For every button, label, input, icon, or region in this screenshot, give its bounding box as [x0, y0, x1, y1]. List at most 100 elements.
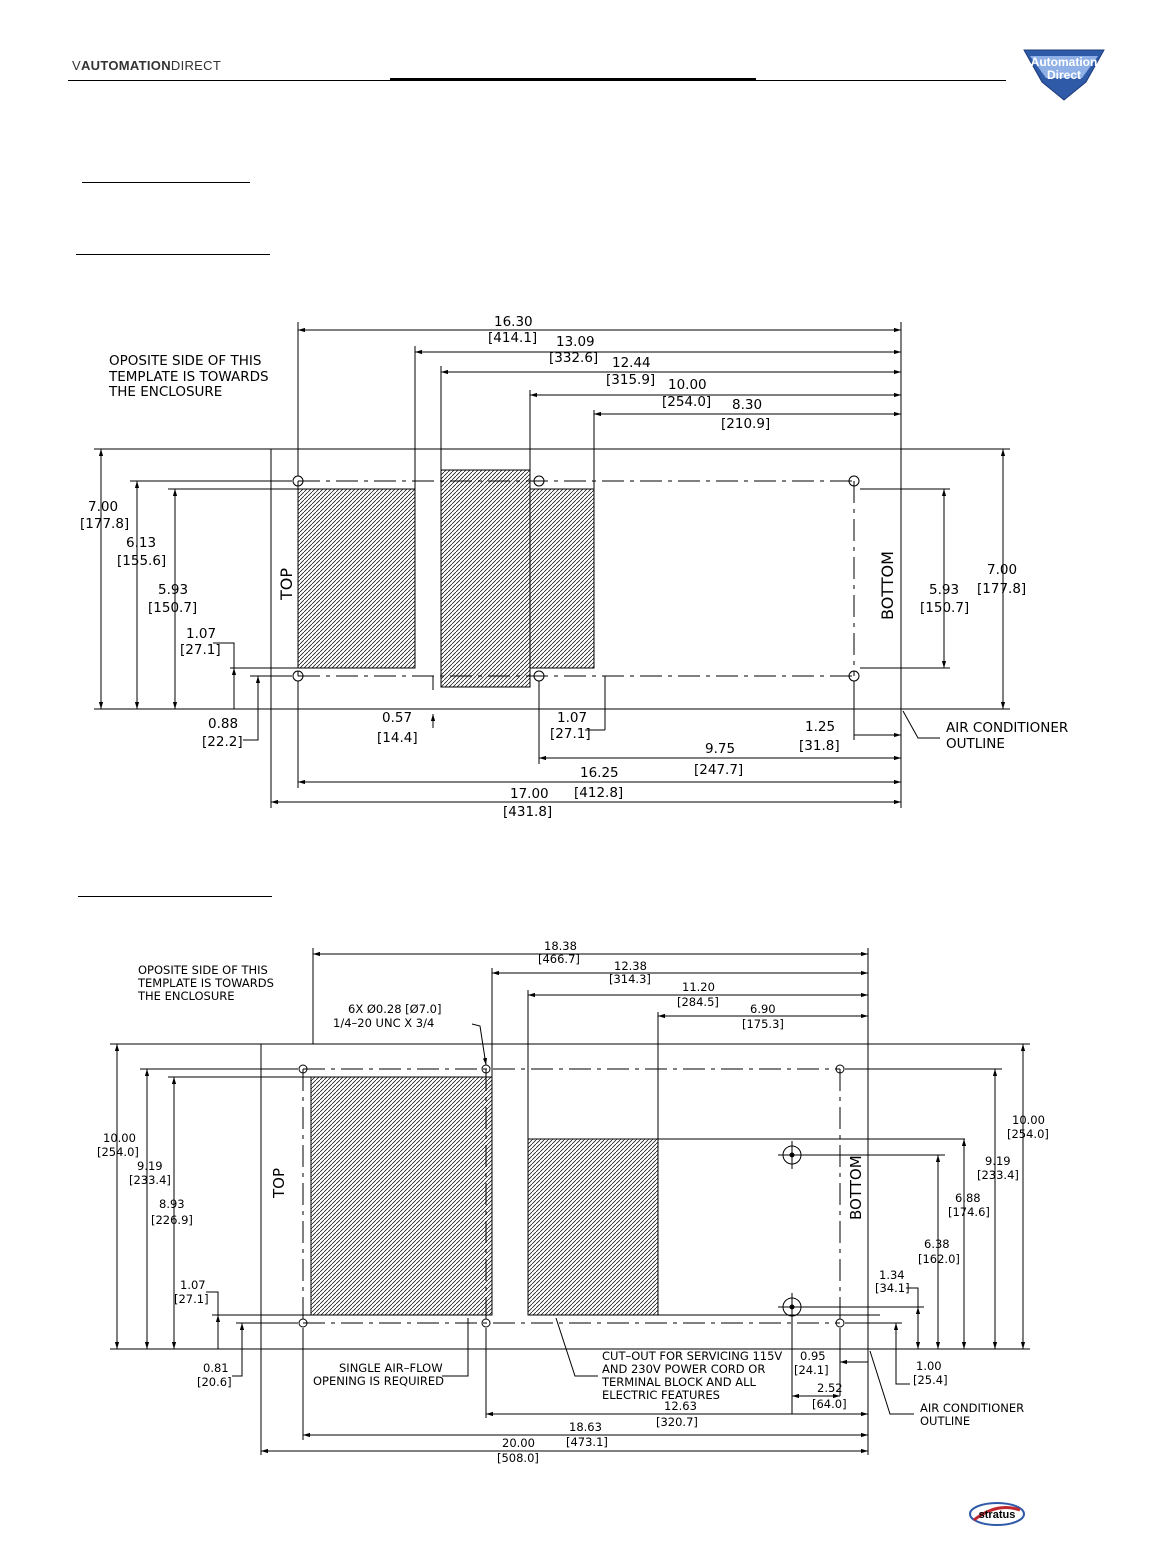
drawing-2-labels: OPOSITE SIDE OF THIS TEMPLATE IS TOWARDS…: [97, 939, 1049, 1465]
d1-top-dim-2-mm: [332.6]: [549, 350, 598, 366]
d1-left-dim-5-mm: [22.2]: [202, 734, 243, 750]
d1-right-dim-1: 5.93: [929, 582, 959, 598]
d2-top-dim-3-mm: [284.5]: [677, 995, 719, 1009]
drawing-1-labels: OPOSITE SIDE OF THIS TEMPLATE IS TOWARDS…: [80, 314, 1068, 820]
d2-right-dim-5: 1.34: [879, 1268, 905, 1282]
d2-bottom-dim-1: 0.95: [800, 1349, 826, 1363]
d2-cutout-note-4: ELECTRIC FEATURES: [602, 1388, 720, 1402]
d1-bottom-dim-6: 17.00: [510, 786, 549, 802]
automation-direct-badge: Automation Direct: [1023, 49, 1105, 101]
d1-bottom-dim-4: 9.75: [705, 741, 735, 757]
logo-text-a: AUTOMATION: [80, 58, 171, 73]
heading-underline-1: [82, 182, 250, 183]
d2-cutout-note-2: AND 230V POWER CORD OR: [602, 1362, 765, 1376]
d2-top-label: TOP: [270, 1168, 288, 1199]
d2-bottom-dim-5-mm: [508.0]: [497, 1451, 539, 1465]
d2-left-dim-5: 0.81: [203, 1361, 229, 1375]
d2-right-dim-6-mm: [25.4]: [913, 1373, 948, 1387]
d1-top-dim-2: 13.09: [556, 334, 595, 350]
d2-right-dim-6: 1.00: [916, 1359, 942, 1373]
d2-right-dim-2: 9.19: [985, 1154, 1011, 1168]
d2-left-dim-1-mm: [254.0]: [97, 1145, 139, 1159]
d1-bottom-dim-6-mm: [431.8]: [503, 804, 552, 820]
d2-cutout-note-1: CUT–OUT FOR SERVICING 115V: [602, 1349, 782, 1363]
d2-top-dim-2-mm: [314.3]: [609, 972, 651, 986]
d2-bottom-dim-4-mm: [473.1]: [566, 1435, 608, 1449]
d1-top-dim-1: 16.30: [494, 314, 533, 330]
d1-left-dim-4-mm: [27.1]: [180, 642, 221, 658]
d1-outline-note-1: AIR CONDITIONER: [946, 720, 1068, 736]
d1-bottom-dim-2: 1.07: [557, 710, 587, 726]
d1-bottom-dim-3-mm: [31.8]: [799, 738, 840, 754]
d1-top-dim-4: 10.00: [668, 377, 707, 393]
d2-bottom-dim-2-mm: [64.0]: [812, 1397, 847, 1411]
airflow-opening-center-1: [440, 469, 531, 688]
d2-hole-note-2: 1/4–20 UNC X 3/4: [333, 1016, 434, 1030]
heading-underline-3: [78, 896, 272, 897]
d2-right-dim-4: 6.38: [924, 1237, 950, 1251]
ac-outline-1: [270, 448, 902, 710]
d2-bottom-dim-3-mm: [320.7]: [656, 1415, 698, 1429]
d2-bottom-dim-3: 12.63: [664, 1399, 697, 1413]
d2-left-dim-3-mm: [226.9]: [151, 1213, 193, 1227]
header-rule-thick: [390, 78, 756, 81]
d1-bottom-dim-4-mm: [247.7]: [694, 762, 743, 778]
d2-left-dim-2: 9.19: [137, 1159, 163, 1173]
d1-right-dim-2: 7.00: [987, 562, 1017, 578]
d1-top-dim-1-mm: [414.1]: [488, 330, 537, 346]
logo-prefix: V: [72, 58, 81, 73]
d1-left-dim-5: 0.88: [208, 716, 238, 732]
d1-note-1: OPOSITE SIDE OF THIS: [109, 353, 261, 369]
d2-top-dim-2: 12.38: [614, 959, 647, 973]
d1-note-3: THE ENCLOSURE: [108, 384, 222, 400]
d2-bottom-dim-5: 20.00: [502, 1436, 535, 1450]
d2-outline-note-1: AIR CONDITIONER: [920, 1401, 1024, 1415]
d2-left-dim-1: 10.00: [103, 1131, 136, 1145]
airflow-opening-2: [310, 1076, 493, 1316]
d2-top-dim-4-mm: [175.3]: [742, 1017, 784, 1031]
d2-bottom-dim-1-mm: [24.1]: [794, 1363, 829, 1377]
d2-left-dim-2-mm: [233.4]: [129, 1173, 171, 1187]
d2-right-dim-1: 10.00: [1012, 1113, 1045, 1127]
d2-airflow-note-2: OPENING IS REQUIRED: [313, 1374, 444, 1388]
ac-outline-2: [260, 1043, 869, 1350]
d2-hole-note-1: 6X Ø0.28 [Ø7.0]: [348, 1002, 441, 1016]
d1-left-dim-2: 6.13: [126, 535, 156, 551]
logo-text-b: DIRECT: [170, 58, 222, 73]
d2-right-dim-4-mm: [162.0]: [918, 1252, 960, 1266]
d1-bottom-dim-5-mm: [412.8]: [574, 785, 623, 801]
stratus-logo: stratus: [969, 1502, 1025, 1526]
d1-top-dim-4-mm: [254.0]: [662, 394, 711, 410]
d1-left-dim-3-mm: [150.7]: [148, 600, 197, 616]
airflow-opening-right-1: [529, 488, 595, 669]
d1-left-dim-1-mm: [177.8]: [80, 516, 129, 532]
heading-underline-2: [76, 254, 270, 255]
d1-top-label: TOP: [277, 568, 296, 601]
template-drawing-1: [94, 322, 1010, 808]
service-cutout-2: [527, 1138, 659, 1316]
d2-outline-note-2: OUTLINE: [920, 1414, 970, 1428]
d1-top-dim-5-mm: [210.9]: [721, 416, 770, 432]
d2-top-dim-3: 11.20: [682, 980, 715, 994]
d1-left-dim-1: 7.00: [88, 499, 118, 515]
d1-right-dim-2-mm: [177.8]: [977, 581, 1026, 597]
d1-right-dim-1-mm: [150.7]: [920, 600, 969, 616]
d2-bottom-dim-2: 2.52: [817, 1381, 843, 1395]
d2-top-dim-1: 18.38: [544, 939, 577, 953]
airflow-opening-left-1: [297, 488, 416, 669]
d2-top-dim-1-mm: [466.7]: [538, 952, 580, 966]
d1-top-dim-3-mm: [315.9]: [606, 372, 655, 388]
d2-cutout-note-3: TERMINAL BLOCK AND ALL: [601, 1375, 757, 1389]
d2-note-1: OPOSITE SIDE OF THIS: [138, 963, 268, 977]
d1-left-dim-3: 5.93: [158, 582, 188, 598]
d2-right-dim-3: 6.88: [955, 1191, 981, 1205]
template-drawing-2: [110, 948, 1030, 1455]
mounting-holes-2: [298, 1064, 845, 1328]
d1-note-2: TEMPLATE IS TOWARDS: [108, 369, 269, 385]
d2-right-dim-2-mm: [233.4]: [977, 1168, 1019, 1182]
d1-top-dim-5: 8.30: [732, 397, 762, 413]
d2-airflow-note-1: SINGLE AIR–FLOW: [339, 1361, 443, 1375]
badge-line1: Automation: [1031, 55, 1098, 69]
d2-note-2: TEMPLATE IS TOWARDS: [137, 976, 274, 990]
